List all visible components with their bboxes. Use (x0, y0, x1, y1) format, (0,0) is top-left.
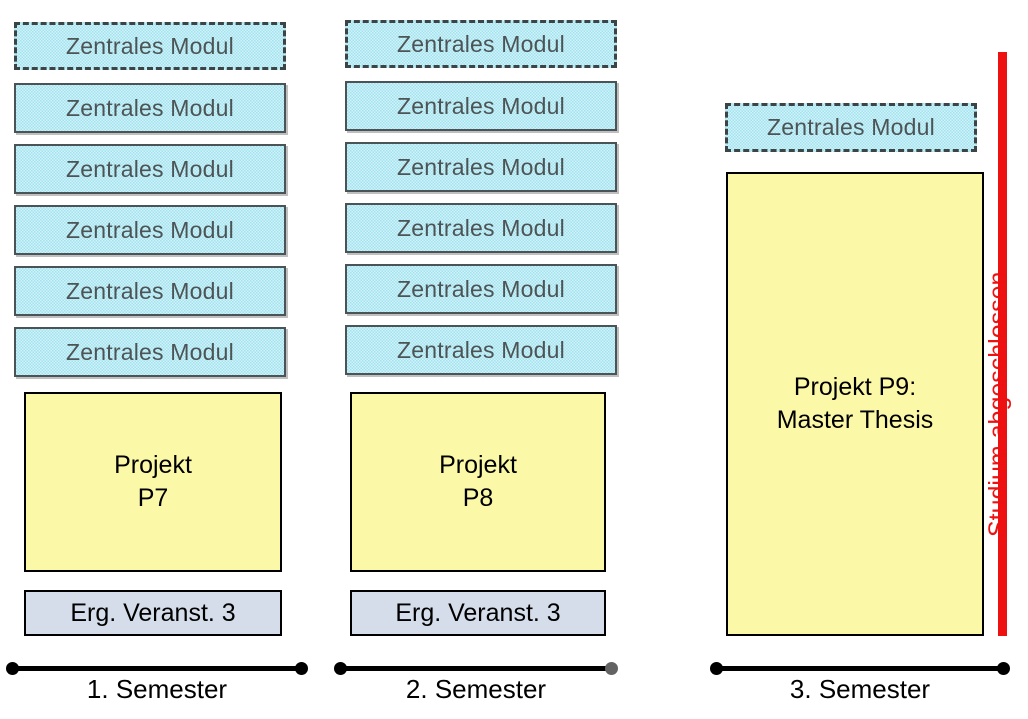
erg-veranst-box-2[interactable]: Erg. Veranst. 3 (350, 590, 606, 636)
semester-axis-start-dot-2 (334, 662, 347, 675)
module-box-central-2-3[interactable]: Zentrales Modul (345, 142, 617, 192)
project-box-p9-master-thesis[interactable]: Projekt P9: Master Thesis (726, 172, 984, 636)
semester-axis-line-3 (716, 666, 1004, 671)
module-label: Zentrales Modul (397, 214, 565, 241)
module-box-central-1-5[interactable]: Zentrales Modul (14, 266, 286, 316)
module-box-central-1-6[interactable]: Zentrales Modul (14, 327, 286, 377)
module-box-central-2-5[interactable]: Zentrales Modul (345, 264, 617, 314)
module-label: Zentrales Modul (66, 94, 234, 121)
semester-axis-line-2 (340, 666, 612, 671)
module-box-central-3-1[interactable]: Zentrales Modul (725, 103, 977, 152)
module-label: Zentrales Modul (66, 32, 234, 59)
module-label: Zentrales Modul (397, 92, 565, 119)
semester-axis-start-dot-3 (710, 662, 723, 675)
module-label: Zentrales Modul (397, 275, 565, 302)
module-box-central-2-6[interactable]: Zentrales Modul (345, 325, 617, 375)
module-box-central-2-1[interactable]: Zentrales Modul (345, 20, 617, 68)
module-label: Zentrales Modul (397, 153, 565, 180)
module-box-central-1-4[interactable]: Zentrales Modul (14, 205, 286, 255)
module-box-central-2-4[interactable]: Zentrales Modul (345, 203, 617, 253)
module-box-central-1-3[interactable]: Zentrales Modul (14, 144, 286, 194)
semester-label-2: 2. Semester (405, 674, 547, 704)
project-box-p7[interactable]: Projekt P7 (24, 392, 282, 572)
erg-veranst-box-1[interactable]: Erg. Veranst. 3 (24, 590, 282, 636)
module-label: Zentrales Modul (767, 114, 935, 140)
module-box-central-2-2[interactable]: Zentrales Modul (345, 81, 617, 131)
semester-axis-end-dot-2 (605, 662, 618, 675)
module-label: Zentrales Modul (397, 336, 565, 363)
semester-axis-start-dot-1 (6, 662, 19, 675)
semester-label-3: 3. Semester (789, 674, 931, 704)
semester-axis-end-dot-1 (295, 662, 308, 675)
module-label: Zentrales Modul (397, 30, 565, 57)
module-box-central-1-1[interactable]: Zentrales Modul (14, 22, 286, 70)
studium-abgeschlossen-bar (998, 52, 1007, 636)
semester-axis-line-1 (12, 666, 302, 671)
module-label: Zentrales Modul (66, 155, 234, 182)
module-label: Zentrales Modul (66, 216, 234, 243)
studium-abgeschlossen-label: Studium abgeschlossen (984, 271, 1012, 537)
project-box-p8[interactable]: Projekt P8 (350, 392, 606, 572)
module-box-central-1-2[interactable]: Zentrales Modul (14, 83, 286, 133)
semester-label-1: 1. Semester (86, 674, 228, 704)
module-label: Zentrales Modul (66, 338, 234, 365)
semester-axis-end-dot-3 (997, 662, 1010, 675)
module-label: Zentrales Modul (66, 277, 234, 304)
